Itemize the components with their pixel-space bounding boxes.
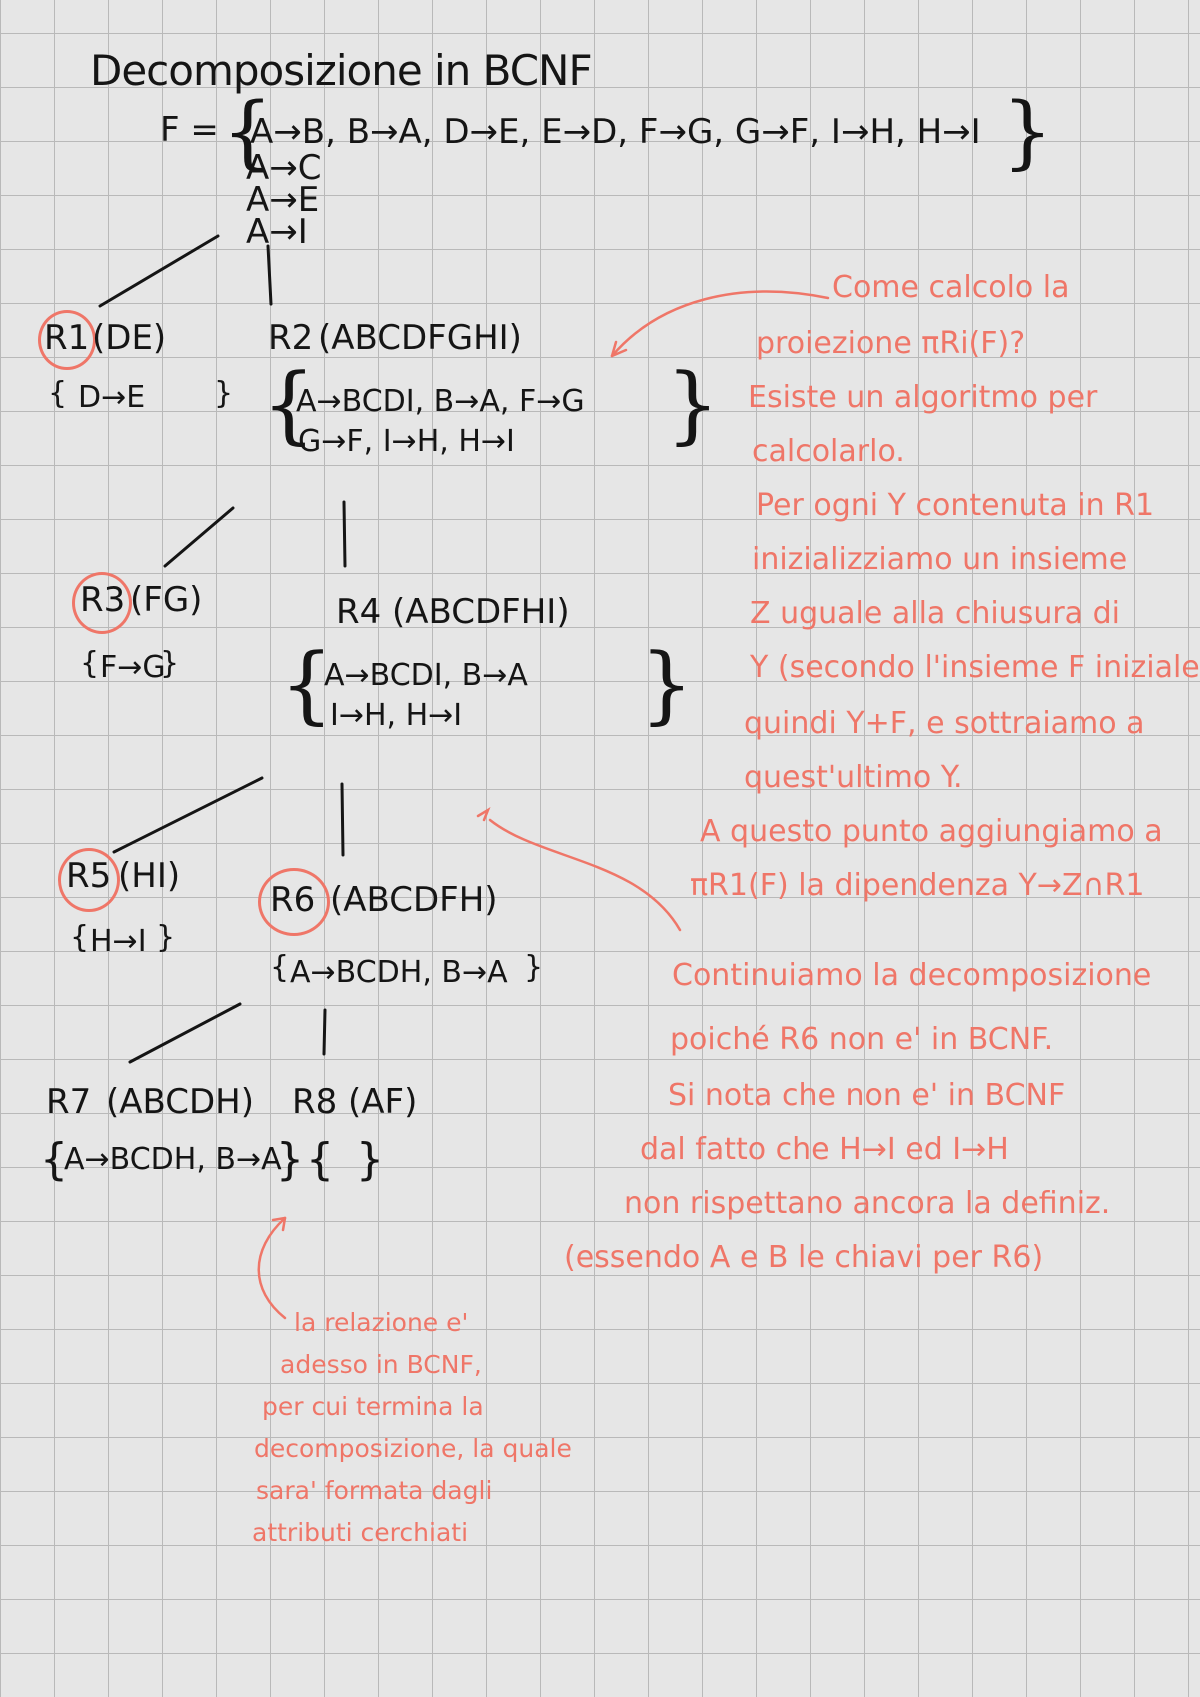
r1-name: R1 — [44, 318, 90, 358]
r8-fds-open: { — [306, 1134, 334, 1185]
r6-name: R6 — [270, 880, 316, 920]
edge-r6-r8 — [322, 1008, 327, 1056]
note1-line: quindi Y+F, e sottraiamo a — [744, 706, 1145, 741]
r3-name: R3 — [80, 580, 126, 620]
r1-fds-close: } — [214, 376, 234, 411]
arrow-note2 — [488, 818, 682, 932]
note1-line: Esiste un algoritmo per — [748, 380, 1098, 415]
edge-r6-r7 — [128, 1002, 242, 1064]
fd-extra-3: A→I — [246, 212, 308, 252]
r7-fds: A→BCDH, B→A — [64, 1142, 282, 1177]
r8-fds-close: } — [356, 1134, 384, 1185]
r5-fds-open: { — [70, 920, 90, 955]
r5-fds-close: } — [156, 920, 176, 955]
fd-extra-2: A→E — [246, 180, 320, 220]
note2-line: (essendo A e B le chiavi per R6) — [564, 1240, 1044, 1275]
r2-name: R2 — [268, 318, 314, 358]
r1-attrs: (DE) — [92, 318, 167, 358]
edge-r4-r5 — [112, 776, 264, 854]
r7-name: R7 — [46, 1082, 92, 1122]
r4-name: R4 — [336, 592, 382, 632]
fd-set-lhs: F = — [160, 110, 219, 150]
r2-fds-line1: A→BCDI, B→A, F→G — [296, 384, 585, 419]
arrow-note1 — [610, 290, 830, 358]
r3-fds: F→G — [100, 650, 166, 685]
note1-line: inizializziamo un insieme — [752, 542, 1128, 577]
r6-circle — [258, 868, 330, 936]
r3-fds-open: { — [80, 646, 100, 681]
note1-line: quest'ultimo Y. — [744, 760, 963, 795]
note1-line: proiezione πRi(F)? — [756, 326, 1026, 361]
arrow-note3 — [257, 1216, 287, 1320]
r3-fds-close: } — [160, 646, 180, 681]
note1-line: calcolarlo. — [752, 434, 905, 469]
r2-fds-open: { — [262, 355, 316, 453]
r3-attrs: (FG) — [130, 580, 203, 620]
r2-attrs: (ABCDFGHI) — [318, 318, 522, 358]
note2-line: Si nota che non e' in BCNF — [668, 1078, 1066, 1113]
note1-line: Y (secondo l'insieme F iniziale) — [750, 650, 1200, 685]
note1-line: Per ogni Y contenuta in R1 — [756, 488, 1155, 523]
r1-circle — [38, 310, 96, 370]
edge-f-r2 — [266, 244, 273, 306]
note3-line: per cui termina la — [262, 1392, 484, 1421]
note3-line: attributi cerchiati — [252, 1518, 469, 1547]
r4-fds-close: } — [640, 635, 694, 733]
r4-fds-line1: A→BCDI, B→A — [324, 658, 528, 693]
r2-fds-close: } — [666, 355, 720, 453]
note2-line: dal fatto che H→I ed I→H — [640, 1132, 1009, 1167]
note3-line: sara' formata dagli — [256, 1476, 493, 1505]
r5-name: R5 — [66, 856, 112, 896]
note1-line: πR1(F) la dipendenza Y→Z∩R1 — [690, 868, 1145, 903]
r6-attrs: (ABCDFH) — [330, 880, 498, 920]
r7-attrs: (ABCDH) — [106, 1082, 255, 1122]
r3-circle — [72, 572, 132, 634]
fd-set-open-brace: { — [222, 85, 273, 178]
fd-set-close-brace: } — [1002, 85, 1053, 178]
note2-line: non rispettano ancora la definiz. — [624, 1186, 1111, 1221]
r6-fds-close: } — [524, 950, 544, 985]
note2-line: poiché R6 non e' in BCNF. — [670, 1022, 1054, 1057]
note1-line: Z uguale alla chiusura di — [750, 596, 1120, 631]
edge-f-r1 — [98, 234, 220, 308]
edge-r2-r4 — [342, 500, 347, 568]
r6-fds-open: { — [270, 950, 290, 985]
r1-fds: D→E — [78, 380, 146, 415]
r8-attrs: (AF) — [348, 1082, 418, 1122]
r4-attrs: (ABCDFHI) — [392, 592, 570, 632]
r5-fds: H→I — [90, 924, 147, 959]
fd-extra-1: A→C — [246, 148, 322, 188]
r2-fds-line2: G→F, I→H, H→I — [298, 424, 515, 459]
r1-fds-open: { — [48, 376, 68, 411]
note3-line: adesso in BCNF, — [280, 1350, 482, 1379]
edge-r4-r6 — [340, 782, 345, 857]
fd-set-main: A→B, B→A, D→E, E→D, F→G, G→F, I→H, H→I — [250, 112, 981, 152]
edge-r2-r3 — [163, 506, 235, 568]
r8-name: R8 — [292, 1082, 338, 1122]
note3-line: la relazione e' — [294, 1308, 469, 1337]
r5-circle — [58, 848, 120, 912]
note2-line: Continuiamo la decomposizione — [672, 958, 1152, 993]
r7-fds-open: { — [40, 1134, 68, 1185]
note1-line: Come calcolo la — [832, 270, 1070, 305]
page-title: Decomposizione in BCNF — [90, 46, 593, 95]
r4-fds-open: { — [280, 635, 334, 733]
note3-line: decomposizione, la quale — [254, 1434, 572, 1463]
note1-line: A questo punto aggiungiamo a — [700, 814, 1163, 849]
r4-fds-line2: I→H, H→I — [330, 698, 463, 733]
r5-attrs: (HI) — [118, 856, 181, 896]
r7-fds-close: } — [276, 1134, 304, 1185]
r6-fds: A→BCDH, B→A — [290, 955, 508, 990]
